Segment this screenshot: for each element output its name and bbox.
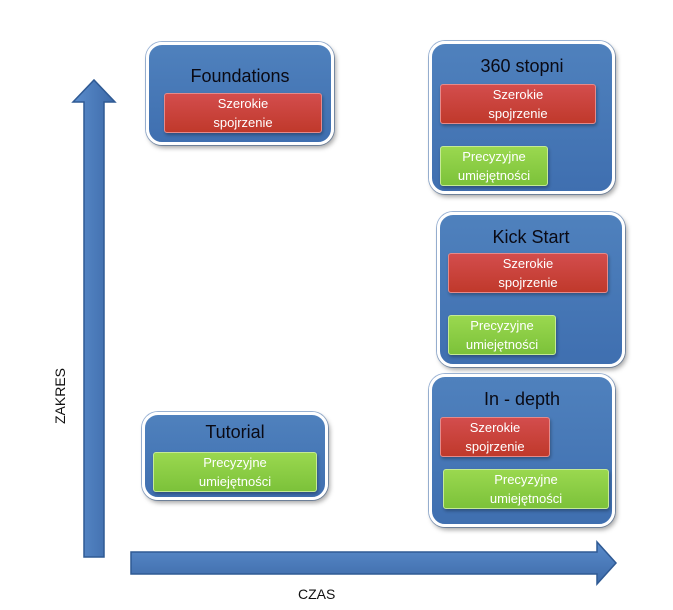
chip-precise-skills: Precyzyjne umiejętności: [440, 146, 548, 186]
x-axis-arrow: [130, 540, 618, 586]
box-tutorial: Tutorial Precyzyjne umiejętności: [142, 412, 328, 500]
chip-text: Precyzyjne umiejętności: [198, 455, 272, 489]
box-title: 360 stopni: [480, 56, 564, 76]
chip-broad-view: Szerokie spojrzenie: [440, 417, 550, 457]
box-title: Foundations: [190, 66, 290, 86]
box-kick-start: Kick Start Szerokie spojrzenie Precyzyjn…: [437, 212, 625, 367]
box-360-stopni: 360 stopni Szerokie spojrzenie Precyzyjn…: [429, 41, 615, 194]
box-foundations: Foundations Szerokie spojrzenie: [146, 42, 334, 145]
box-title: Tutorial: [205, 422, 265, 442]
chip-text: Precyzyjne umiejętności: [489, 472, 563, 506]
chip-text: Szerokie spojrzenie: [465, 420, 525, 454]
chip-text: Precyzyjne umiejętności: [457, 149, 531, 183]
chip-broad-view: Szerokie spojrzenie: [164, 93, 322, 133]
chip-text: Precyzyjne umiejętności: [465, 318, 539, 352]
box-in-depth: In - depth Szerokie spojrzenie Precyzyjn…: [429, 374, 615, 527]
chip-precise-skills: Precyzyjne umiejętności: [443, 469, 609, 509]
box-title: Kick Start: [492, 227, 570, 247]
chip-text: Szerokie spojrzenie: [498, 256, 558, 290]
y-axis-arrow: [71, 78, 117, 558]
chip-precise-skills: Precyzyjne umiejętności: [448, 315, 556, 355]
box-title: In - depth: [483, 389, 561, 409]
chip-text: Szerokie spojrzenie: [488, 87, 548, 121]
chip-broad-view: Szerokie spojrzenie: [448, 253, 608, 293]
chip-precise-skills: Precyzyjne umiejętności: [153, 452, 317, 492]
y-axis-label: ZAKRES: [52, 368, 68, 425]
x-axis-label: CZAS: [298, 586, 336, 602]
chip-text: Szerokie spojrzenie: [213, 96, 273, 130]
chip-broad-view: Szerokie spojrzenie: [440, 84, 596, 124]
